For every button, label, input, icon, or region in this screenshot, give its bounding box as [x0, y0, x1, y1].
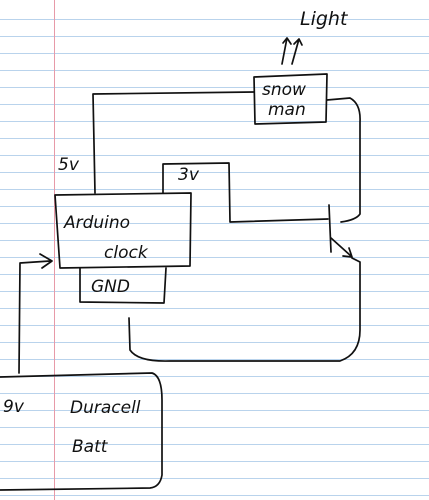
transistor-symbol [328, 204, 353, 258]
gnd-box [79, 267, 167, 304]
snowman-box [253, 73, 328, 125]
snowman-label-line1: snow [262, 80, 306, 100]
arduino-box [54, 192, 192, 269]
battery-label-line2: Batt [72, 437, 109, 457]
gnd-label: GND [91, 277, 130, 297]
label-9v: 9v [3, 397, 25, 417]
wire-snowman-to-transistor [326, 97, 361, 223]
wire-3v [162, 162, 329, 223]
label-3v: 3v [178, 165, 200, 185]
light-label: Light [300, 8, 349, 30]
arduino-label-line1: Arduino [63, 213, 130, 233]
wire-ground-return [128, 257, 361, 362]
battery-box [0, 372, 163, 491]
arduino-label-line2: clock [104, 243, 149, 263]
light-arrows [281, 37, 303, 65]
margin-line [54, 0, 55, 500]
label-5v: 5v [58, 155, 80, 175]
wire-battery-to-arduino [18, 253, 53, 374]
wire-5v [92, 91, 255, 194]
snowman-label-line2: man [268, 100, 306, 120]
battery-label-line1: Duracell [70, 398, 141, 418]
